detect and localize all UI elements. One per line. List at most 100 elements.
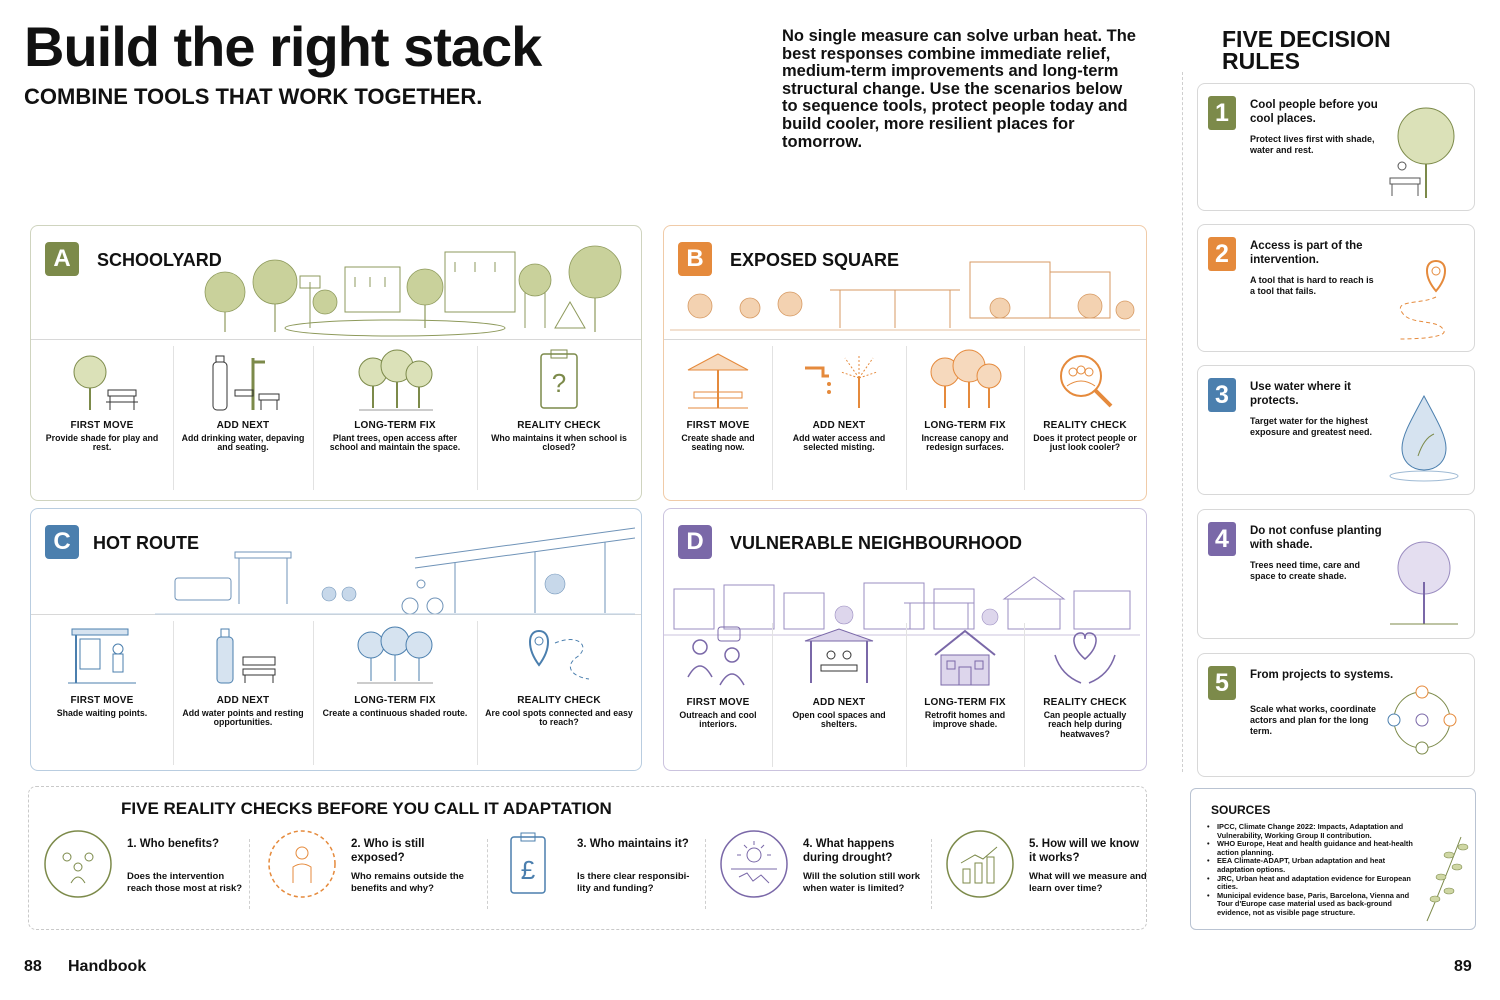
reality-check-1: 1. Who benefits? Does the intervention r… <box>31 827 251 917</box>
tree-bench-icon <box>73 355 138 410</box>
decision-rule-1: 1 Cool people before you cool places. Pr… <box>1197 83 1475 211</box>
step-label: LONG-TERM FIX <box>924 697 1006 708</box>
tree-bench-person-icon <box>1389 107 1455 198</box>
parasol-bench-icon <box>687 353 749 409</box>
step-long-term-fix: LONG-TERM FIX Increase canopy and redesi… <box>906 346 1024 492</box>
step-text: Add water points and resting opportuniti… <box>182 708 304 728</box>
decision-rule-3: 3 Use water where it protects. Target wa… <box>1197 365 1475 495</box>
young-tree-icon <box>1390 541 1458 625</box>
step-label: REALITY CHECK <box>517 695 601 706</box>
scenario-panel-hot-route: C HOT ROUTE FIRST MOVE Shade waiting poi… <box>30 508 642 771</box>
decision-rule-5: 5 From projects to systems. Scale what w… <box>1197 653 1475 777</box>
step-label: REALITY CHECK <box>1043 697 1127 708</box>
scenario-title: EXPOSED SQUARE <box>730 250 900 270</box>
scenario-header: A SCHOOLYARD <box>31 226 641 340</box>
people-group-icon <box>44 830 112 898</box>
scenario-header: C HOT ROUTE <box>31 509 641 615</box>
step-label: ADD NEXT <box>812 697 866 708</box>
step-label: LONG-TERM FIX <box>354 420 436 431</box>
bottle-bench-icon <box>216 628 276 684</box>
rule-number: 1 <box>1208 96 1236 130</box>
step-reality-check: REALITY CHECK Does it protect people or … <box>1024 346 1146 492</box>
magnifier-people-icon <box>1060 355 1113 408</box>
page-number-right: 89 <box>1454 958 1472 975</box>
source-item: WHO Europe, Heat and health guidance and… <box>1207 839 1419 857</box>
scenario-letter: B <box>678 242 712 276</box>
rule-number: 2 <box>1208 237 1236 271</box>
step-label: FIRST MOVE <box>70 420 134 431</box>
bus-shelter-icon <box>68 628 136 684</box>
water-fountain-icon <box>212 355 280 411</box>
house-icon <box>934 629 996 686</box>
divider <box>1024 623 1025 767</box>
divider <box>173 346 174 490</box>
rule-heading: From projects to systems. <box>1250 669 1394 681</box>
scenario-header: B EXPOSED SQUARE <box>664 226 1146 340</box>
scenario-letter: A <box>45 242 79 276</box>
rule-number: 5 <box>1208 666 1236 700</box>
hands-heart-icon <box>1054 632 1116 684</box>
scenario-panel-vulnerable-neighbourhood: D VULNERABLE NEIGHBOURHOOD FIRST MOVE Ou… <box>663 508 1147 771</box>
rule-text: A tool that is hard to reach is a tool t… <box>1250 275 1374 296</box>
rule-text: Protect lives first with shade, water an… <box>1250 134 1375 155</box>
network-people-icon <box>1387 685 1457 755</box>
step-long-term-fix: LONG-TERM FIX Create a continuous shaded… <box>313 621 477 767</box>
step-text: Does it protect people or just look cool… <box>1033 433 1137 453</box>
trees-icon <box>358 349 433 411</box>
step-label: ADD NEXT <box>216 420 270 431</box>
step-reality-check: REALITY CHECK Are cool spots connected a… <box>477 621 641 767</box>
step-label: FIRST MOVE <box>686 697 750 708</box>
step-label: FIRST MOVE <box>70 695 134 706</box>
page-title: Build the right stack <box>24 15 542 78</box>
shelter-icon <box>804 628 874 683</box>
water-drop-icon <box>1389 394 1459 482</box>
svg-text:?: ? <box>552 368 566 398</box>
step-label: LONG-TERM FIX <box>354 695 436 706</box>
divider <box>477 621 478 765</box>
check-heading: 3. Who maintains it? <box>577 838 689 850</box>
check-heading: 2. Who is still exposed? <box>351 838 425 864</box>
step-long-term-fix: LONG-TERM FIX Retrofit homes and improve… <box>906 623 1024 769</box>
step-label: REALITY CHECK <box>1043 420 1127 431</box>
divider <box>173 621 174 765</box>
people-chat-icon <box>687 626 745 686</box>
decision-rule-2: 2 Access is part of the intervention. A … <box>1197 224 1475 352</box>
divider <box>477 346 478 490</box>
rules-divider <box>1182 72 1183 772</box>
scenario-title: HOT ROUTE <box>93 533 199 553</box>
page-number-left: 88 <box>24 958 42 975</box>
vulnerable-neighbourhood-illustration <box>664 576 1140 636</box>
trees-icon <box>930 349 1002 408</box>
rule-heading: Use water where it protects. <box>1250 381 1351 407</box>
step-add-next: ADD NEXT Open cool spaces and shelters. <box>772 623 906 769</box>
check-text: Will the solution still work when water … <box>803 871 921 894</box>
source-item: Municipal evidence base, Paris, Barcelon… <box>1207 891 1419 918</box>
divider <box>772 346 773 490</box>
sun-drought-icon <box>720 830 788 898</box>
step-text: Shade waiting points. <box>56 708 148 718</box>
step-first-move: FIRST MOVE Outreach and cool interiors. <box>664 623 772 769</box>
source-item: EEA Climate-ADAPT, Urban adaptation and … <box>1207 857 1419 874</box>
step-text: Create shade and seating now. <box>681 433 755 453</box>
footer-label: Handbook <box>68 958 147 975</box>
map-pin-route-icon <box>529 629 590 680</box>
step-long-term-fix: LONG-TERM FIX Plant trees, open access a… <box>313 346 477 492</box>
page-subtitle: COMBINE TOOLS THAT WORK TOGETHER. <box>24 84 483 109</box>
decision-rule-4: 4 Do not confuse planting with shade. Tr… <box>1197 509 1475 639</box>
step-add-next: ADD NEXT Add drinking water, depaving an… <box>173 346 313 492</box>
reality-check-5: 5. How will we know it works? What will … <box>933 827 1153 917</box>
step-first-move: FIRST MOVE Provide shade for play and re… <box>31 346 173 492</box>
divider <box>705 839 706 909</box>
reality-checks-title: FIVE REALITY CHECKS BEFORE YOU CALL IT A… <box>121 799 612 818</box>
chart-up-icon <box>946 830 1014 898</box>
divider <box>313 346 314 490</box>
scenario-panel-schoolyard: A SCHOOLYARD FIRST MOVE Provide shade fo… <box>30 225 642 501</box>
divider <box>1024 346 1025 490</box>
rule-text: Scale what works, coordinate actors and … <box>1250 704 1377 736</box>
rule-heading: Cool people before you cool places. <box>1250 99 1378 125</box>
pound-clipboard-icon: £ <box>510 832 546 894</box>
branch-illustration <box>1426 836 1469 922</box>
step-text: Provide shade for play and rest. <box>45 433 159 453</box>
hot-route-illustration <box>155 527 635 615</box>
rule-text: Target water for the highest exposure an… <box>1250 416 1373 437</box>
